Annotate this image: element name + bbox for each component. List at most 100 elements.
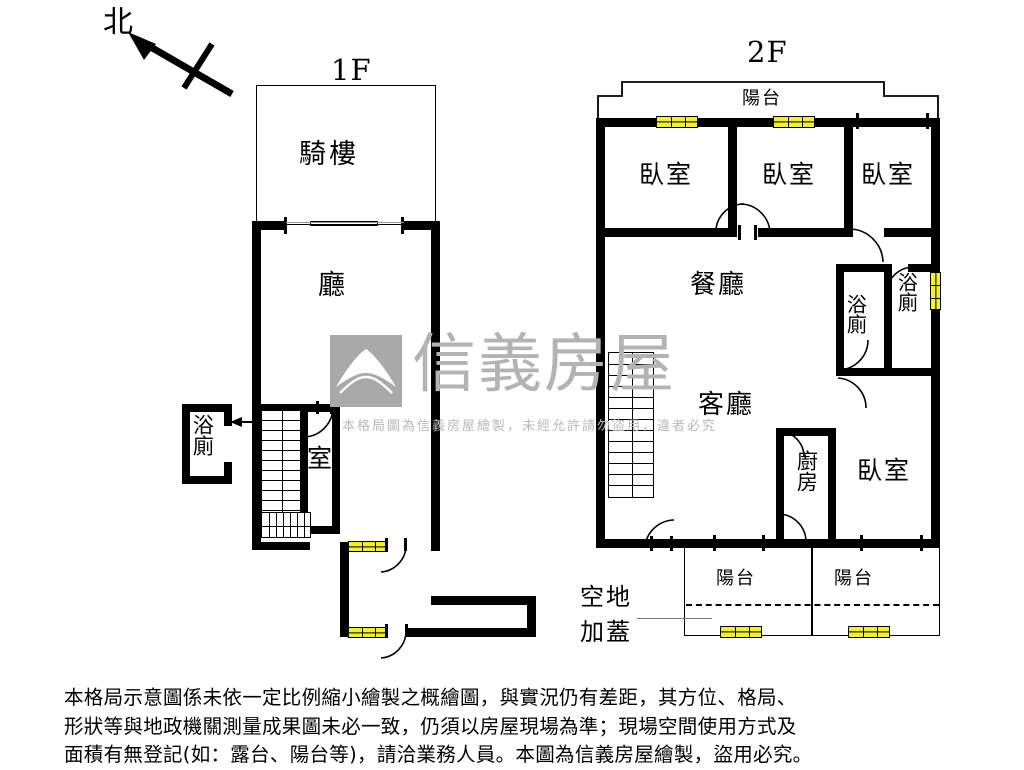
opening-balcony-right [866, 540, 918, 547]
hall-opening-jamb-left [284, 217, 287, 234]
staircase-1f [261, 410, 301, 530]
disclaimer-line-1: 本格局示意圖係未依一定比例縮小繪製之概繪圖，與實況仍有差距，其方位、格局、 [64, 686, 797, 709]
wall-kitchen-left [776, 428, 784, 548]
door-jamb-1f-a-left [385, 538, 388, 551]
room-door-jamb-right [330, 401, 333, 414]
door-jamb-bedroom-1-b [754, 225, 757, 240]
open-space-cover-leader [637, 618, 712, 620]
door-swing-living-balcony [644, 519, 675, 547]
room-wall-left [300, 404, 308, 534]
bathroom-callout-label: 浴廁 [190, 414, 215, 456]
room-door-jamb-left [316, 401, 319, 414]
bathroom-2-label: 浴廁 [894, 272, 919, 312]
open-space-cover-label-line2: 加蓋 [580, 618, 632, 646]
door-jamb-1f-b-right [405, 624, 408, 637]
wall-2f-right [931, 118, 940, 548]
opening-balcony-left [718, 540, 760, 547]
door-swing-bedroom-1 [715, 203, 745, 235]
balcony-dashed-divider [686, 604, 939, 606]
hall-wall-right [431, 221, 440, 551]
bathroom-1-label: 浴廁 [843, 294, 868, 334]
hall-opening-jamb-right [401, 217, 404, 234]
window-bedroom-1 [656, 116, 698, 128]
disclaimer-line-3: 面積有無登記(如：露台、陽台等)，請洽業務人員。本圖為信義房屋繪製，盜用必究。 [64, 743, 813, 767]
wall-kitchen-top [784, 428, 836, 436]
door-swing-hall-to-bedroom-4 [837, 377, 867, 409]
room-wall-right [332, 404, 340, 534]
wall-under-bedroom-1 [596, 228, 737, 237]
wall-2f-left [596, 118, 605, 548]
opening-bedroom-3 [862, 118, 922, 125]
room-wall-bottom [300, 526, 340, 534]
hall-wall-top-right [404, 221, 440, 230]
door-swing-kitchen-top [777, 430, 805, 458]
door-jamb-living-b [670, 536, 673, 551]
wall-2f-bottom [596, 539, 940, 548]
watermark-brand: 信義房屋 [412, 328, 676, 402]
door-swing-bathroom-1 [837, 339, 869, 371]
wall-bedroom-2-3-divider [844, 118, 853, 236]
wall-bathroom-1-top [836, 264, 886, 272]
room-door-swing [304, 406, 334, 438]
lower-wall-right-vertical [527, 596, 536, 636]
wall-bedroom-1-2-divider [728, 118, 737, 236]
hall-wall-top-left [252, 221, 284, 230]
balcony-top-outline [597, 81, 939, 120]
window-balcony-right [848, 626, 890, 638]
wall-kitchen-right [828, 428, 836, 548]
north-label: 北 [103, 5, 133, 40]
disclaimer: 本格局示意圖係未依一定比例縮小繪製之概繪圖，與實況仍有差距，其方位、格局、 形狀… [64, 684, 964, 770]
hall-wall-left [252, 221, 261, 408]
staircase-landing-1f [261, 512, 311, 538]
door-swing-1f-b [380, 630, 407, 659]
opening-jamb-balcony-left-a [713, 535, 716, 551]
door-jamb-living-a [650, 536, 653, 551]
door-jamb-1f-b-left [385, 624, 388, 637]
living-label: 客廳 [698, 390, 755, 420]
opening-jamb-balcony-right-a [860, 535, 863, 551]
opening-jamb-bedroom-3-right [926, 113, 929, 129]
room-wall-top-a [300, 404, 338, 412]
room-label: 室 [307, 444, 333, 473]
balcony-left-outline [684, 548, 812, 636]
wall-bathroom-1-left [836, 264, 844, 376]
door-jamb-bedroom-1-a [738, 225, 741, 240]
bedroom-3-label: 臥室 [861, 160, 916, 189]
opening-jamb-balcony-left-b [762, 535, 765, 551]
wall-under-bedroom-2 [758, 228, 853, 237]
lower-wall-right-horizontal [431, 596, 536, 605]
bedroom-1-label: 臥室 [639, 160, 694, 189]
hall-label: 廳 [318, 270, 345, 301]
hall-opening-line [286, 222, 404, 224]
watermark: 信義房屋 本格局圖為信義房屋繪製，未經允許請勿盜用，違者必究 [330, 328, 715, 434]
door-jamb-1f-a-right [404, 538, 407, 551]
lower-wall-vertical [340, 542, 349, 637]
door-swing-bathroom-2 [885, 266, 915, 295]
window-balcony-left [720, 626, 762, 638]
balcony-left-label: 陽台 [716, 568, 756, 589]
lower-wall-bottom [406, 628, 536, 637]
lower-wall-top-left [252, 542, 310, 550]
wall-2f-top [596, 118, 940, 127]
wall-bathroom-bottom [836, 368, 940, 376]
wall-under-bedroom-3 [884, 228, 940, 237]
watermark-logo-icon [330, 335, 402, 407]
wall-bathroom-2-top [908, 264, 940, 272]
door-swing-kitchen-bottom [777, 513, 807, 543]
floor-2f-caption: 2F [747, 35, 788, 69]
window-bathroom-2 [930, 272, 941, 310]
opening-jamb-bedroom-3-left [856, 113, 859, 129]
door-swing-1f-a [380, 544, 407, 573]
hall-sliding-door [310, 221, 378, 226]
balcony-top-label: 陽台 [742, 88, 782, 109]
balcony-right-outline [812, 548, 940, 636]
balcony-right-label: 陽台 [834, 568, 874, 589]
window-bedroom-2 [773, 116, 815, 128]
bathroom-callout-arrow-icon [230, 417, 262, 427]
staircase-2f [608, 352, 654, 498]
bedroom-2-label: 臥室 [762, 160, 817, 189]
arcade-label: 騎樓 [299, 139, 359, 170]
dining-label: 餐廳 [690, 270, 747, 300]
door-swing-bedroom-3 [849, 228, 884, 263]
